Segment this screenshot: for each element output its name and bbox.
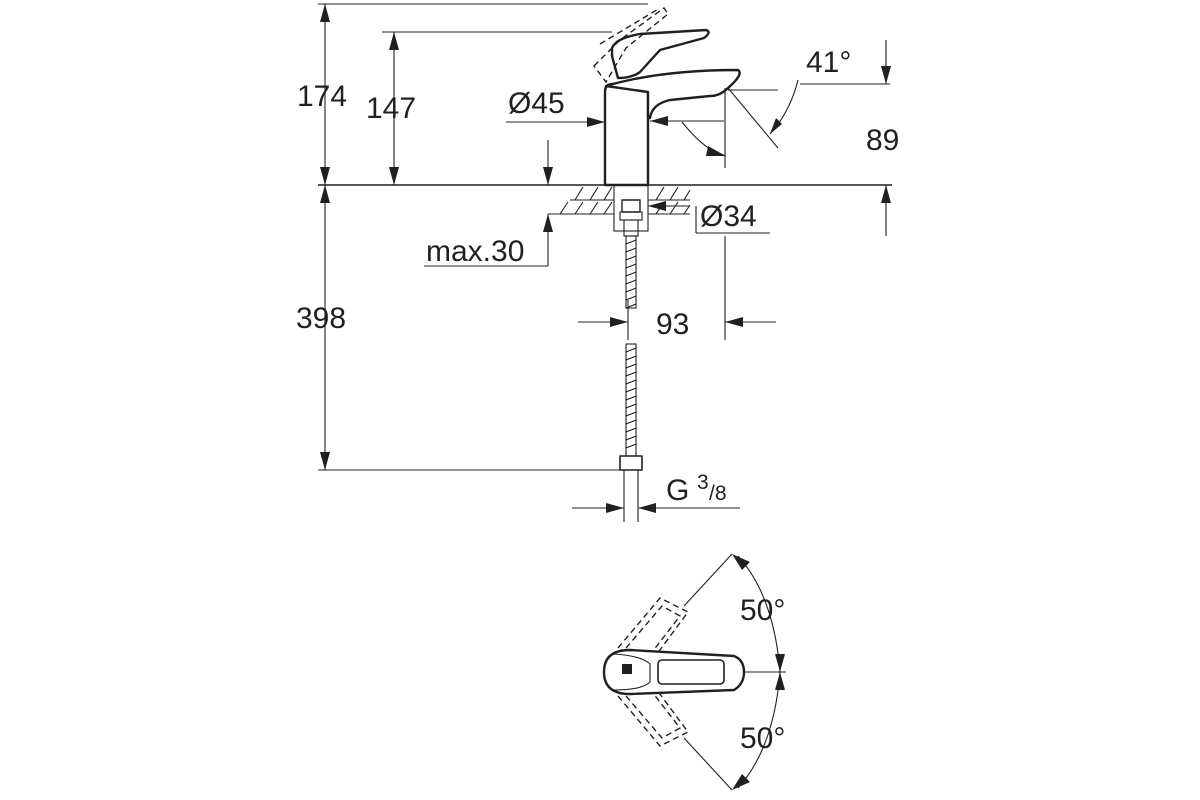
total-height-label: 174 [297,80,347,113]
connection-denominator-label: /8 [709,482,727,505]
spout-height-label: 89 [866,124,899,157]
dimension-body-diameter: Ø45 [506,87,605,127]
dimension-max-deck-thickness: max.30 [424,140,553,268]
mixer-body [593,7,741,187]
side-elevation-view: 174 147 398 [296,3,899,522]
spout-reach-label: 93 [656,308,689,341]
dimension-spout-angle: 41° [650,46,890,168]
deck-hatching [548,184,691,237]
lever-angle-upper-label: 50° [740,594,785,627]
lever-angle-lower-label: 50° [740,722,785,755]
connection-numerator-label: 3 [697,471,709,494]
spout-angle-label: 41° [806,46,851,79]
top-view: 50° 50° [602,553,786,791]
dimension-lever-height: 147 [366,32,416,185]
deck-diameter-label: Ø34 [700,200,757,233]
flexible-hose [619,235,643,522]
dimension-connection-thread: G 3 /8 [572,471,740,513]
max-deck-thickness-label: max.30 [426,235,524,268]
lever-height-label: 147 [366,92,416,125]
connection-prefix-label: G [666,474,689,507]
dimension-spout-height: 89 [866,40,899,236]
dimension-deck-diameter: Ø34 [648,200,770,234]
dimension-hose-length: 398 [296,185,346,470]
dimension-lever-angle-upper: 50° [737,555,785,673]
dimension-lever-angle-lower: 50° [737,671,785,789]
dimension-spout-reach: 93 [578,236,776,341]
body-diameter-label: Ø45 [508,87,565,120]
dimension-total-height: 174 [297,4,347,185]
hose-length-label: 398 [296,302,346,335]
lever-top [602,648,746,696]
